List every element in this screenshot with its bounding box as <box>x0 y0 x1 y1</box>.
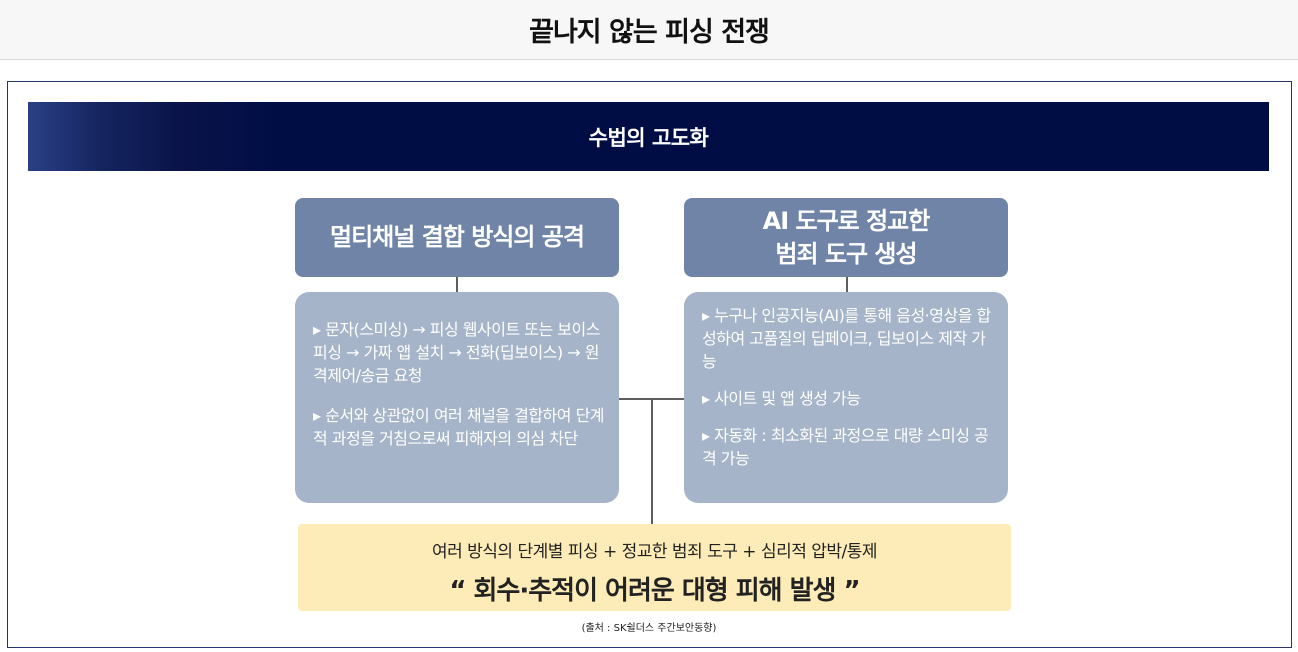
connector-right <box>846 277 848 292</box>
banner-title: 수법의 고도화 <box>588 125 709 150</box>
section-banner: 수법의 고도화 <box>28 102 1269 171</box>
left-box-title: 멀티채널 결합 방식의 공격 <box>295 198 619 277</box>
connector-left <box>456 277 458 292</box>
right-item-1: ▸ 누구나 인공지능(AI)를 통해 음성·영상을 합성하여 고품질의 딥페이크… <box>702 306 991 371</box>
source-note: (출처 : SK쉴더스 주간보안동향) <box>581 623 717 634</box>
right-box-title: AI 도구로 정교한 범죄 도구 생성 <box>684 198 1008 277</box>
connector-down <box>651 398 653 524</box>
page-title: 끝나지 않는 피싱 전쟁 <box>529 17 770 48</box>
right-title-line2: 범죄 도구 생성 <box>775 239 917 268</box>
left-item-2: ▸ 순서와 상관없이 여러 채널을 결합하여 단계적 과정을 거침으로써 피해자… <box>313 406 605 448</box>
right-item-3: ▸ 자동화 : 최소화된 과정으로 대량 스미싱 공격 가능 <box>702 426 989 468</box>
right-box-body: ▸ 누구나 인공지능(AI)를 통해 음성·영상을 합성하여 고품질의 딥페이크… <box>684 292 1008 503</box>
right-title-line1: AI 도구로 정교한 <box>762 206 931 235</box>
left-box-body: ▸ 문자(스미싱) → 피싱 웹사이트 또는 보이스피싱 → 가짜 앱 설치 →… <box>295 292 619 503</box>
left-item-1: ▸ 문자(스미싱) → 피싱 웹사이트 또는 보이스피싱 → 가짜 앱 설치 →… <box>313 320 600 385</box>
right-item-2: ▸ 사이트 및 앱 생성 가능 <box>702 389 861 408</box>
page-header: 끝나지 않는 피싱 전쟁 <box>0 0 1298 60</box>
summary-line1: 여러 방식의 단계별 피싱 + 정교한 범죄 도구 + 심리적 압박/통제 <box>431 542 878 562</box>
summary-box: 여러 방식의 단계별 피싱 + 정교한 범죄 도구 + 심리적 압박/통제 “ … <box>298 524 1011 611</box>
summary-line2: “ 회수·추적이 어려운 대형 피해 발생 ” <box>449 576 860 606</box>
left-title-text: 멀티채널 결합 방식의 공격 <box>330 223 585 251</box>
